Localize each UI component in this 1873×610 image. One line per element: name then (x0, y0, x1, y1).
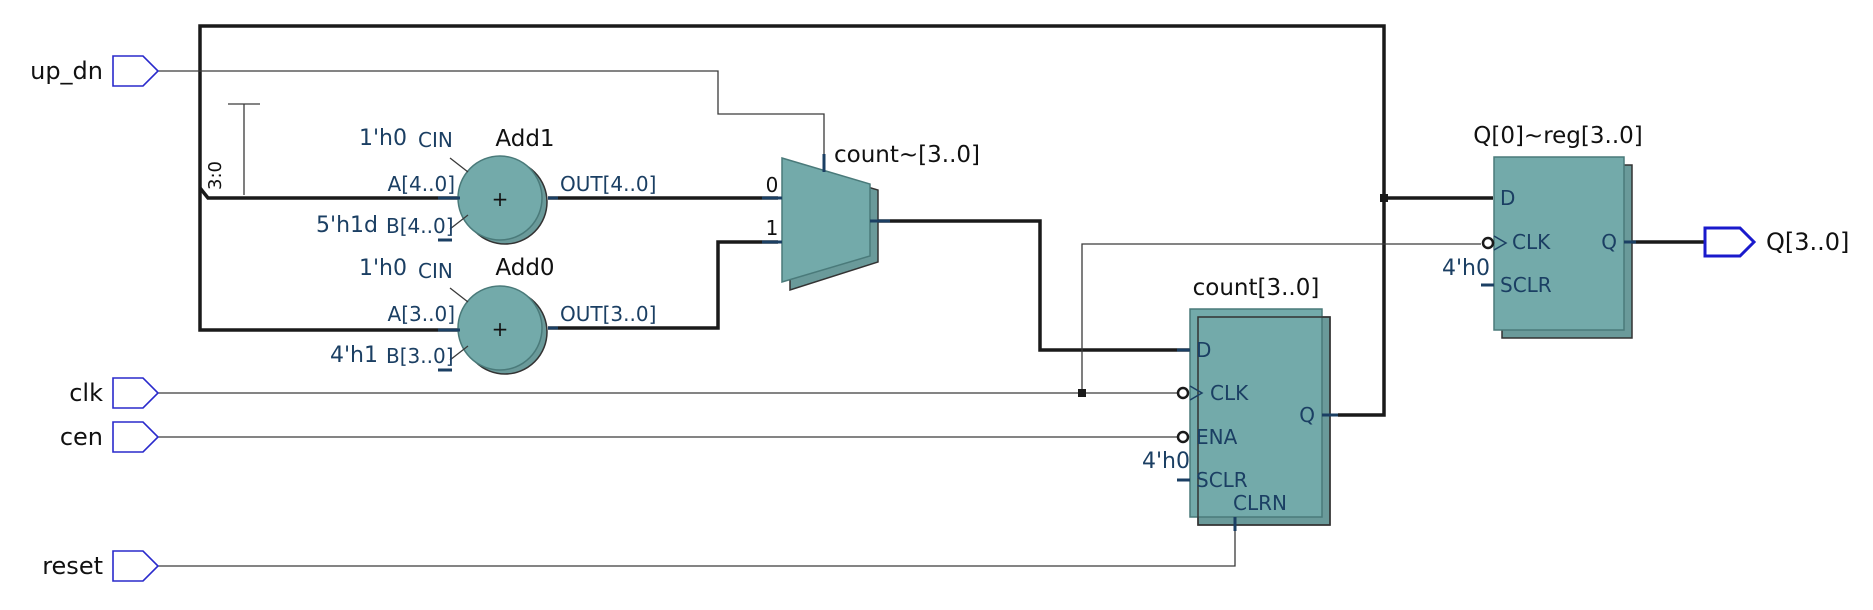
feedback-to-add1-bus (198, 186, 460, 200)
mux-to-count-d-bus (875, 219, 1190, 352)
qreg-clk-bubble-icon (1481, 236, 1495, 250)
add1-adder[interactable]: + Add1 1'h0 CIN A[4..0] 5'h1d B[4..0] OU… (316, 126, 656, 245)
count-register[interactable]: count[3..0] D CLK ENA 4'h0 SCLR CLRN Q (1142, 275, 1338, 531)
bus-slice-label: 3:0 (205, 161, 226, 190)
count-reg-name: count[3..0] (1193, 275, 1320, 301)
const-tie-wire (228, 103, 260, 195)
feedback-bus (198, 24, 1386, 417)
qreg-d-label: D (1500, 186, 1515, 210)
add1-op: + (492, 187, 509, 211)
count-d-label: D (1196, 338, 1211, 362)
add0-a-label: A[3..0] (388, 302, 455, 326)
count-sclr-label: SCLR (1196, 468, 1248, 492)
q-reg-name: Q[0]~reg[3..0] (1473, 123, 1643, 149)
cen-port-icon[interactable] (112, 421, 160, 453)
ena-bubble-icon (1176, 430, 1190, 444)
qreg-clk-label: CLK (1512, 230, 1551, 254)
clk-bubble-icon (1176, 386, 1190, 400)
clk-junction-dot (1078, 389, 1086, 397)
cen-label: cen (60, 423, 103, 451)
up-dn-label: up_dn (30, 57, 103, 85)
reset-label: reset (42, 552, 103, 580)
up-dn-wire (158, 70, 825, 162)
clk-branch-wire (1081, 243, 1481, 393)
add1-b-const: 5'h1d (316, 213, 378, 238)
q-register[interactable]: Q[0]~reg[3..0] D CLK 4'h0 SCLR Q (1442, 123, 1643, 339)
clk-port-icon[interactable] (112, 377, 160, 409)
add1-out-label: OUT[4..0] (560, 172, 656, 196)
count-clk-label: CLK (1210, 381, 1249, 405)
add1-cin-const: 1'h0 (359, 126, 407, 151)
mux-in1-label: 1 (766, 216, 779, 240)
mux-count[interactable]: 0 1 count~[3..0] (762, 142, 980, 292)
mux-in0-label: 0 (766, 173, 779, 197)
mux-name: count~[3..0] (834, 142, 980, 168)
add0-b-const: 4'h1 (330, 343, 378, 368)
up-dn-port-icon[interactable] (112, 55, 160, 87)
add0-b-label: B[3..0] (386, 344, 454, 368)
count-ena-label: ENA (1196, 425, 1238, 449)
add0-to-mux-bus (548, 240, 778, 330)
add0-name: Add0 (495, 255, 554, 281)
add0-cin-const: 1'h0 (359, 256, 407, 281)
add0-out-label: OUT[3..0] (560, 302, 656, 326)
count-clrn-label: CLRN (1233, 491, 1287, 515)
qreg-sclr-label: SCLR (1500, 273, 1552, 297)
add0-op: + (492, 317, 509, 341)
qreg-sclr-const: 4'h0 (1442, 256, 1490, 281)
clk-label: clk (69, 379, 103, 407)
clk-edge-icon (1189, 385, 1204, 401)
reset-port-icon[interactable] (112, 550, 160, 582)
reset-wire (158, 531, 1236, 567)
add1-a-label: A[4..0] (388, 172, 455, 196)
count-sclr-const: 4'h0 (1142, 449, 1190, 474)
add0-adder[interactable]: + Add0 1'h0 CIN A[3..0] 4'h1 B[3..0] OUT… (330, 255, 656, 375)
junction-dot (1380, 194, 1388, 202)
q-out-label: Q[3..0] (1766, 228, 1849, 256)
add1-cin-label: CIN (418, 128, 453, 152)
qreg-q-label: Q (1601, 230, 1617, 254)
count-q-label: Q (1299, 403, 1315, 427)
add1-name: Add1 (495, 126, 554, 152)
qreg-clk-edge-icon (1493, 235, 1508, 251)
add1-b-label: B[4..0] (386, 214, 454, 238)
q-out-port-icon[interactable] (1703, 226, 1757, 258)
add0-cin-label: CIN (418, 259, 453, 283)
